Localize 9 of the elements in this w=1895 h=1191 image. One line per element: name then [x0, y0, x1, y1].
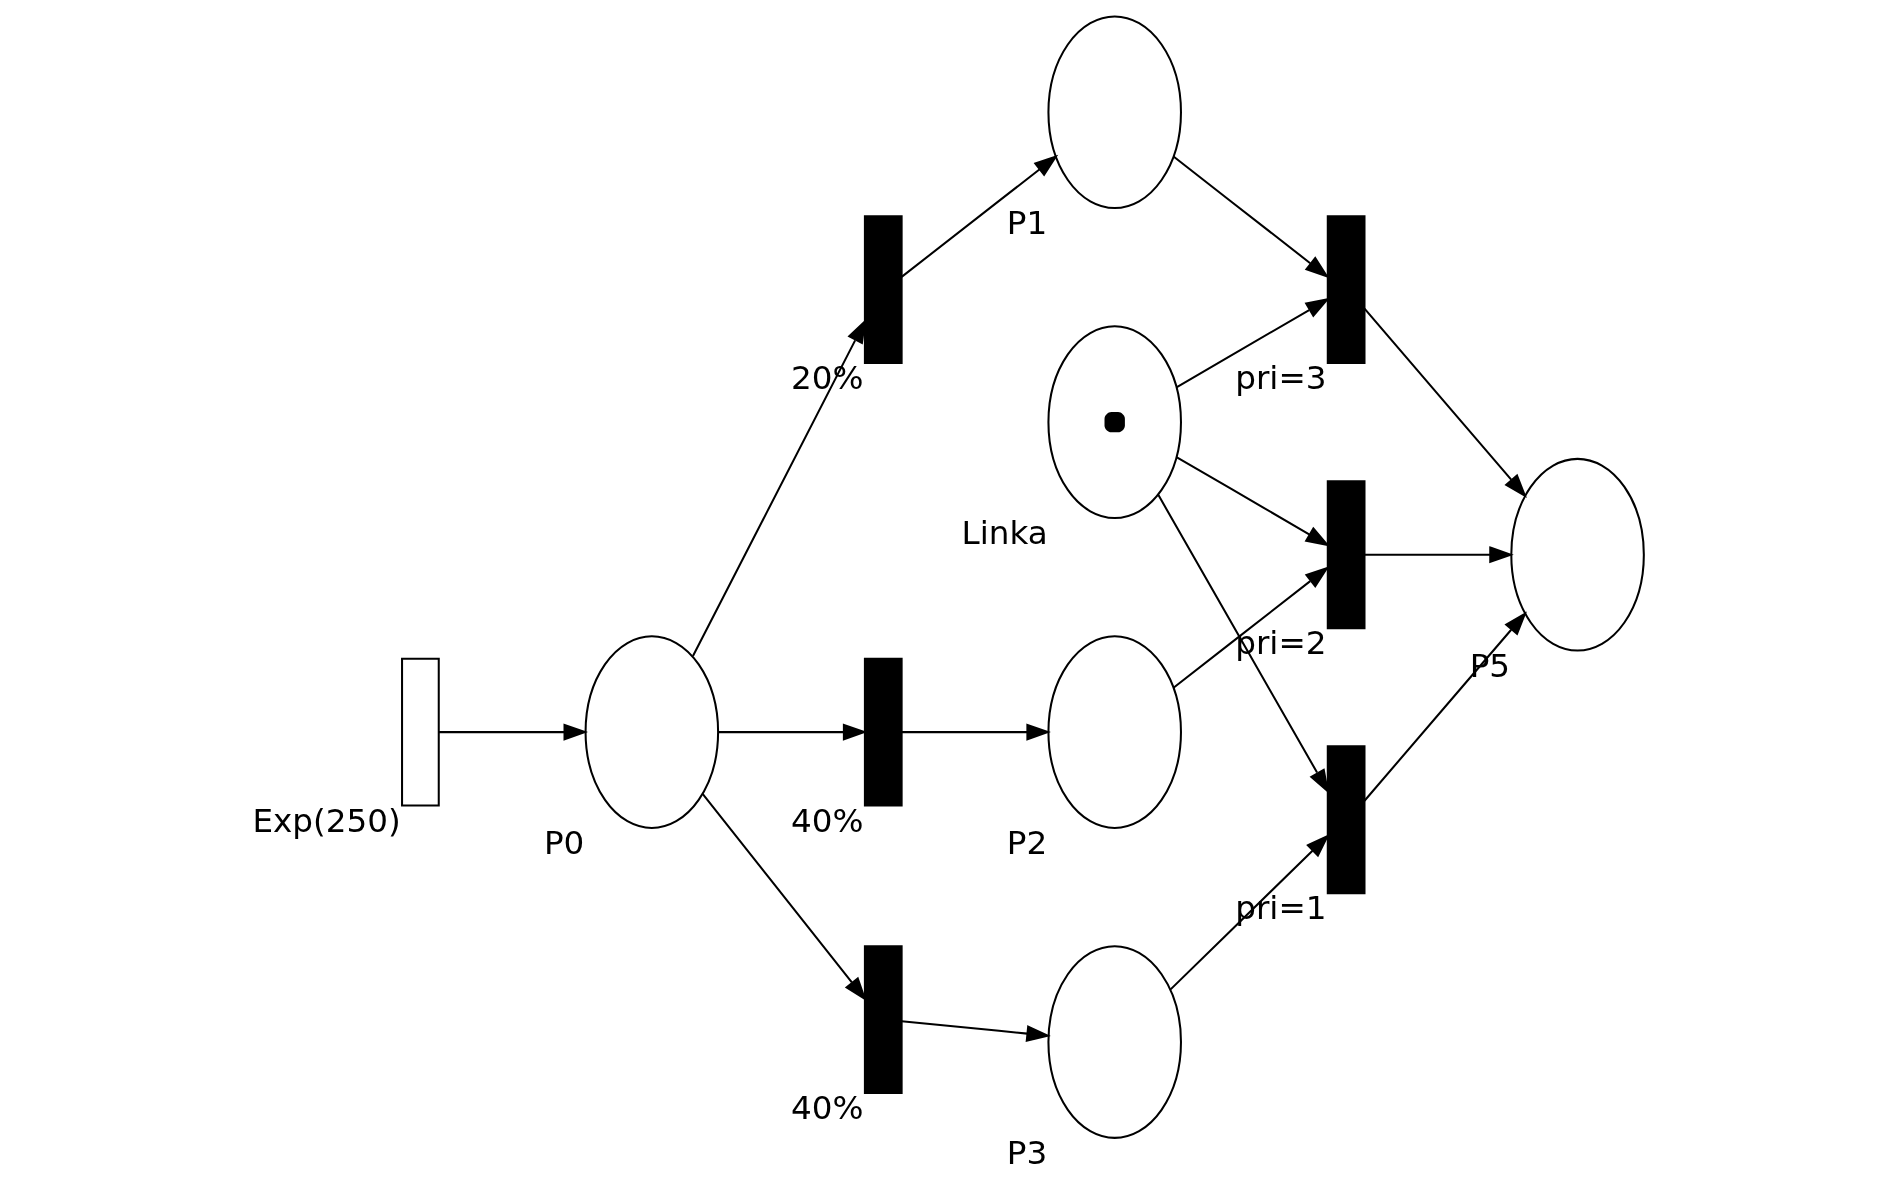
node-label: Exp(250): [252, 801, 401, 840]
node-label: pri=3: [1235, 359, 1327, 398]
node-label: 40%: [790, 801, 864, 840]
node-label: 40%: [790, 1089, 864, 1128]
node-label: P0: [543, 824, 585, 863]
node-label: Linka: [961, 514, 1048, 553]
node-label: P1: [1006, 204, 1048, 243]
node-label: P2: [1006, 824, 1048, 863]
node-label: P3: [1006, 1133, 1048, 1172]
